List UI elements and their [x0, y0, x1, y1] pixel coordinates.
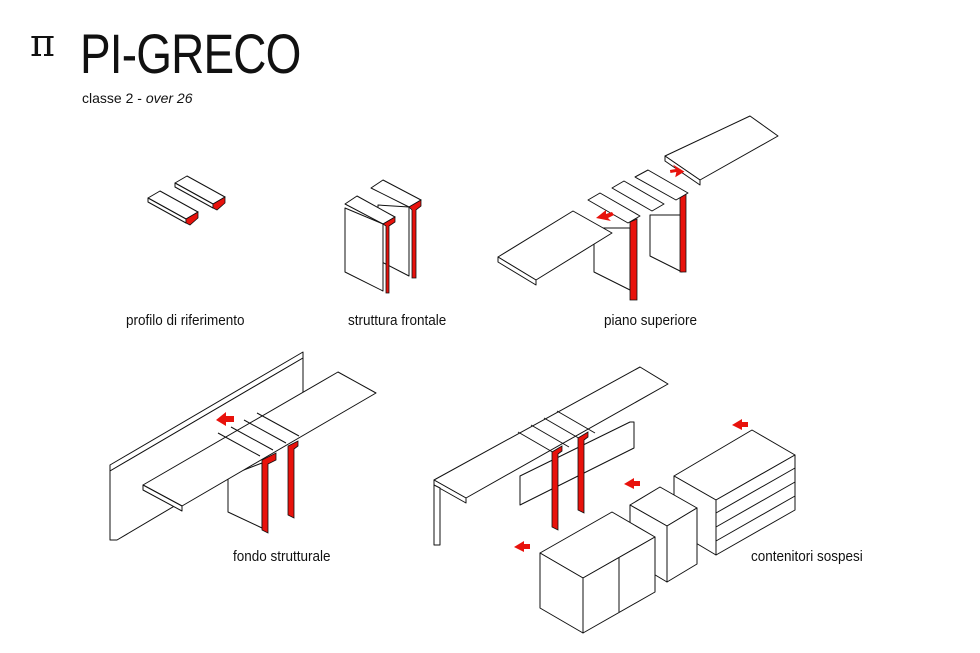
- step-profile-drawing: [147, 175, 226, 226]
- step-front-structure-drawing: [344, 179, 422, 294]
- subtitle-category: over 26: [145, 90, 193, 106]
- step-label-back-panel: fondo strutturale: [233, 548, 331, 565]
- step-label-top: piano superiore: [604, 312, 698, 329]
- page-subtitle: classe 2 - over 26: [82, 90, 193, 106]
- step-top-drawing: [497, 115, 779, 301]
- step-label-hanging-units: contenitori sospesi: [751, 548, 863, 565]
- pi-logo-symbol: π: [30, 21, 55, 65]
- step-label-profile: profilo di riferimento: [126, 312, 245, 329]
- subtitle-class: classe 2 -: [82, 90, 146, 106]
- step-label-front-structure: struttura frontale: [348, 312, 447, 329]
- step-back-panel-drawing: [109, 351, 377, 541]
- step-hanging-units-drawing: [433, 366, 796, 634]
- page-title: PI-GRECO: [80, 22, 301, 85]
